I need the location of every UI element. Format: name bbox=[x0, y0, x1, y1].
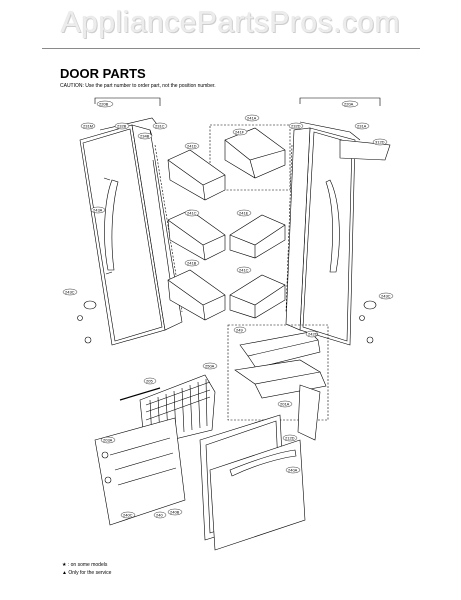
svg-text:240: 240 bbox=[156, 513, 163, 518]
svg-text:243C: 243C bbox=[65, 290, 75, 295]
svg-text:249: 249 bbox=[236, 328, 243, 333]
top-bin-box bbox=[209, 124, 291, 191]
callout-240: 240 bbox=[153, 511, 167, 519]
callout-241C-2: 241C bbox=[236, 266, 252, 274]
drawer-side-panel bbox=[94, 417, 186, 526]
svg-text:241B: 241B bbox=[187, 261, 197, 266]
svg-text:201A: 201A bbox=[280, 402, 290, 407]
drawer-side-strip bbox=[297, 384, 321, 441]
callout-250A: 250A bbox=[202, 362, 218, 370]
callout-249: 249 bbox=[233, 326, 247, 334]
svg-text:212D: 212D bbox=[285, 436, 295, 441]
svg-text:243C: 243C bbox=[381, 294, 391, 299]
drawer-rail-assembly bbox=[234, 331, 327, 399]
callout-241F: 241F bbox=[232, 128, 248, 136]
callout-312D: 312D bbox=[372, 138, 388, 146]
callout-241B: 241B bbox=[184, 259, 200, 267]
svg-text:240B: 240B bbox=[170, 510, 180, 515]
callout-231C: 231C bbox=[152, 122, 168, 130]
callout-241C: 241C bbox=[184, 209, 200, 217]
callout-232D: 232D bbox=[288, 122, 304, 130]
right-gasket bbox=[299, 121, 361, 141]
callout-241D: 241D bbox=[184, 142, 200, 150]
svg-text:312D: 312D bbox=[375, 140, 385, 145]
svg-text:203A: 203A bbox=[103, 438, 113, 443]
callouts: 220B 231M 232B 231C 234B 241A 241F 241D … bbox=[62, 100, 394, 519]
callout-243C: 243C bbox=[62, 288, 78, 296]
callout-240C: 240C bbox=[120, 511, 136, 519]
svg-text:231M: 231M bbox=[83, 124, 93, 129]
callout-205: 205 bbox=[143, 377, 157, 385]
callout-231A: 231A bbox=[354, 122, 370, 130]
svg-text:240A: 240A bbox=[288, 468, 298, 473]
callout-231M: 231M bbox=[80, 122, 96, 130]
svg-text:232B: 232B bbox=[117, 124, 127, 129]
callout-242D: 242D bbox=[305, 330, 319, 338]
svg-text:241A: 241A bbox=[247, 116, 257, 121]
svg-text:242D: 242D bbox=[308, 332, 318, 337]
callout-220B: 220B bbox=[96, 100, 114, 108]
svg-text:205: 205 bbox=[146, 379, 153, 384]
callout-234B: 234B bbox=[137, 132, 153, 140]
svg-text:232D: 232D bbox=[291, 124, 301, 129]
right-door bbox=[285, 127, 391, 346]
svg-text:243A: 243A bbox=[93, 208, 103, 213]
callout-241E: 241E bbox=[236, 209, 252, 217]
callout-243C-right: 243C bbox=[378, 292, 394, 300]
callout-220A: 220A bbox=[341, 100, 359, 108]
callout-243A: 243A bbox=[90, 206, 106, 214]
svg-text:231A: 231A bbox=[357, 124, 367, 129]
drawer-front bbox=[209, 439, 306, 551]
legend-note-service: ▲ Only for the service bbox=[62, 570, 112, 576]
callout-203A: 203A bbox=[100, 436, 116, 444]
svg-text:231C: 231C bbox=[155, 124, 165, 129]
svg-text:241F: 241F bbox=[235, 130, 245, 135]
page-title: DOOR PARTS bbox=[60, 66, 146, 81]
svg-text:241E: 241E bbox=[239, 211, 249, 216]
svg-text:241C: 241C bbox=[187, 211, 197, 216]
door-bins-left bbox=[167, 149, 226, 321]
watermark: AppliancePartsPros.com bbox=[60, 6, 401, 39]
left-door bbox=[79, 124, 183, 346]
callout-212D: 212D bbox=[282, 434, 298, 442]
hinges bbox=[77, 300, 377, 344]
callout-bracket-left bbox=[94, 97, 161, 106]
callout-232B: 232B bbox=[114, 122, 130, 130]
callout-201A: 201A bbox=[277, 400, 293, 408]
svg-text:220B: 220B bbox=[99, 102, 109, 107]
svg-text:240C: 240C bbox=[123, 513, 133, 518]
svg-text:241D: 241D bbox=[187, 144, 197, 149]
callout-240B: 240B bbox=[167, 508, 183, 516]
svg-text:241C: 241C bbox=[239, 268, 249, 273]
legend-note-models: ★ : on some models bbox=[62, 562, 108, 568]
header-rule bbox=[42, 48, 420, 49]
callout-241A: 241A bbox=[244, 114, 260, 122]
door-bins-right bbox=[224, 127, 286, 319]
svg-text:234B: 234B bbox=[140, 134, 150, 139]
callout-bracket-right bbox=[299, 97, 381, 106]
svg-text:250A: 250A bbox=[205, 364, 215, 369]
svg-text:220A: 220A bbox=[344, 102, 354, 107]
caution-text: CAUTION: Use the part number to order pa… bbox=[60, 83, 216, 89]
callout-240A: 240A bbox=[285, 466, 301, 474]
